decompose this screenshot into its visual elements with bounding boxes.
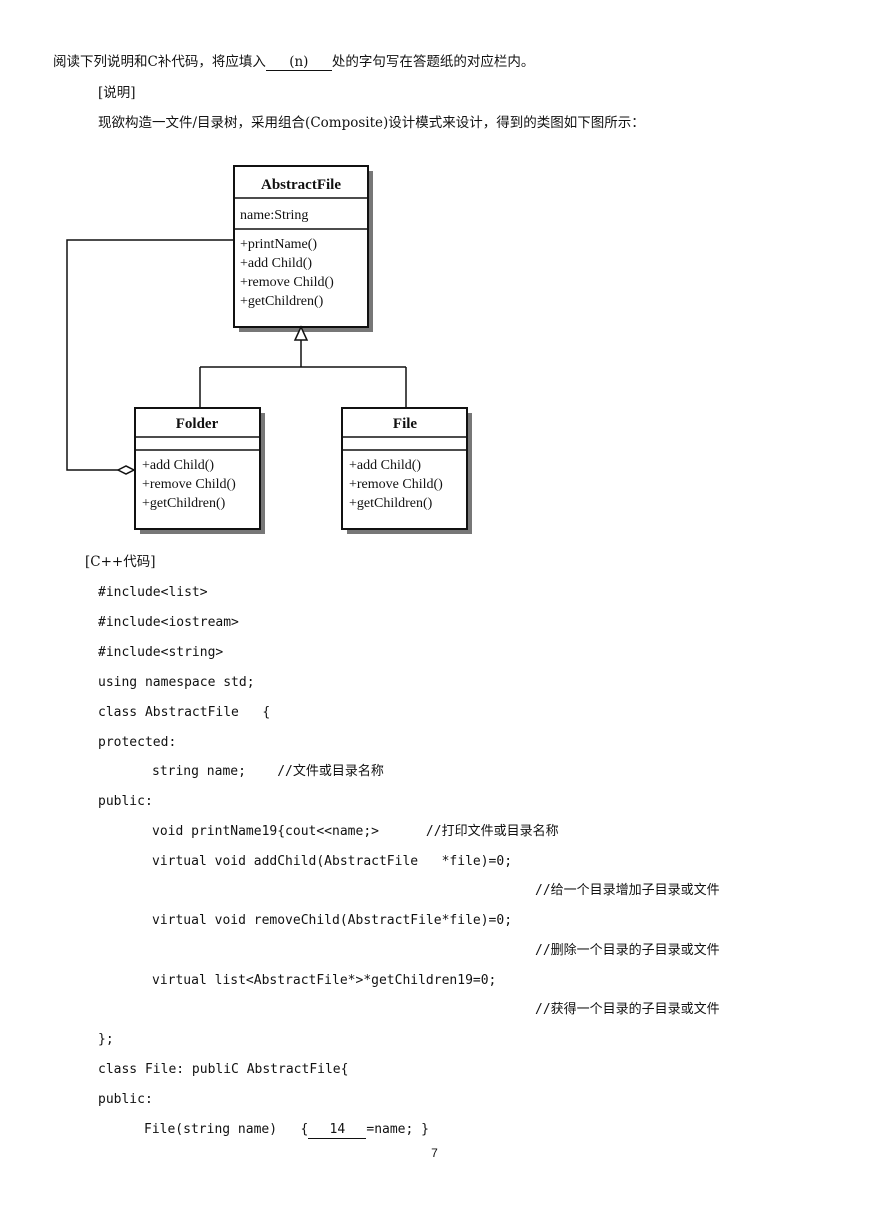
folder-method: +add Child() [142,458,214,473]
code-line: class AbstractFile { [98,705,271,720]
code-line: #include<list> [98,585,208,600]
folder-method: +getChildren() [142,496,226,511]
code-comment: //给一个目录增加子目录或文件 [535,883,720,898]
code-line: #include<string> [98,645,224,660]
aggregation-diamond [116,465,136,475]
code-fragment: =name; } [366,1122,429,1137]
instruction-suffix: 处的字句写在答题纸的对应栏内。 [331,54,535,70]
file-method: +getChildren() [349,496,433,511]
file-method: +add Child() [349,458,421,473]
code-line: virtual list<AbstractFile*>*getChildren1… [152,973,497,988]
description-text: 现欲构造一文件/目录树，采用组合(Composite)设计模式来设计，得到的类图… [98,115,645,131]
code-line: void printName19{cout<<name;> //打印文件或目录名… [152,824,559,839]
code-comment: //获得一个目录的子目录或文件 [535,1002,720,1017]
code-line: }; [98,1032,114,1047]
code-fragment: File(string name) { [144,1122,309,1137]
code-line: virtual void removeChild(AbstractFile*fi… [152,913,513,928]
class-diagram: AbstractFile name:String +printName() +a… [66,165,472,534]
abstractfile-method: +printName() [240,237,317,252]
code-line: public: [98,794,153,809]
page-number: 7 [431,1146,438,1160]
code-section-label: [C++代码] [85,554,156,570]
folder-title: Folder [176,416,219,432]
file-title: File [393,416,417,432]
folder-box [134,407,261,530]
code-line: protected: [98,735,177,750]
abstractfile-title: AbstractFile [261,177,341,193]
answer-blank: 14 [308,1122,367,1139]
code-line: File(string name) {14=name; } [144,1122,429,1139]
code-line: #include<iostream> [98,615,239,630]
abstractfile-attribute: name:String [240,208,308,223]
code-line: virtual void addChild(AbstractFile *file… [152,854,513,869]
aggregation-line [66,239,234,471]
section-label: [说明] [98,85,136,101]
folder-method: +remove Child() [142,477,236,492]
code-comment: //删除一个目录的子目录或文件 [535,943,720,958]
code-line: public: [98,1092,153,1107]
code-line: class File: publiC AbstractFile{ [98,1062,349,1077]
abstractfile-box [233,165,369,328]
answer-blank: (n) [265,54,332,71]
abstractfile-method: +add Child() [240,256,312,271]
instruction-line: 阅读下列说明和C补代码，将应填入(n)处的字句写在答题纸的对应栏内。 [53,54,534,71]
instruction-prefix: 阅读下列说明和C补代码，将应填入 [53,54,266,70]
abstractfile-method: +remove Child() [240,275,334,290]
abstractfile-method: +getChildren() [240,294,324,309]
code-line: string name; //文件或目录名称 [152,764,384,779]
file-method: +remove Child() [349,477,443,492]
code-line: using namespace std; [98,675,255,690]
file-box [341,407,468,530]
